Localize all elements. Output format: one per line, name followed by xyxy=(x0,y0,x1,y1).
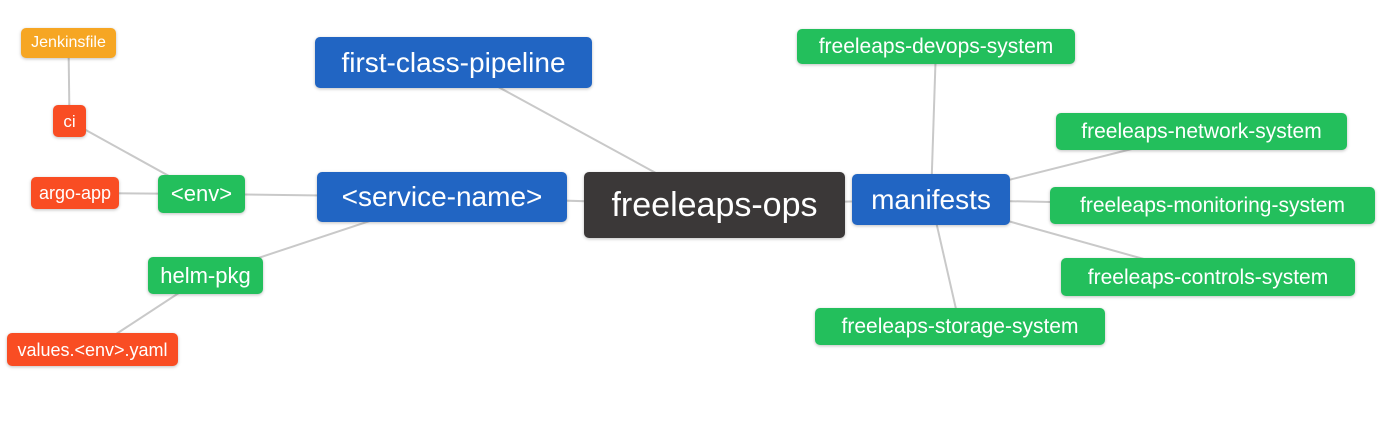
node-argo-app[interactable]: argo-app xyxy=(31,177,119,209)
node-manifests[interactable]: manifests xyxy=(852,174,1010,225)
node-env[interactable]: <env> xyxy=(158,175,245,213)
node-controls-system[interactable]: freeleaps-controls-system xyxy=(1061,258,1355,296)
node-service-name[interactable]: <service-name> xyxy=(317,172,567,222)
node-jenkinsfile[interactable]: Jenkinsfile xyxy=(21,28,116,58)
node-helm-pkg[interactable]: helm-pkg xyxy=(148,257,263,294)
node-network-system[interactable]: freeleaps-network-system xyxy=(1056,113,1347,150)
node-values-env-yaml[interactable]: values.<env>.yaml xyxy=(7,333,178,366)
node-monitoring-system[interactable]: freeleaps-monitoring-system xyxy=(1050,187,1375,224)
node-first-class-pipeline[interactable]: first-class-pipeline xyxy=(315,37,592,88)
node-devops-system[interactable]: freeleaps-devops-system xyxy=(797,29,1075,64)
node-freeleaps-ops[interactable]: freeleaps-ops xyxy=(584,172,845,238)
node-storage-system[interactable]: freeleaps-storage-system xyxy=(815,308,1105,345)
node-ci[interactable]: ci xyxy=(53,105,86,137)
